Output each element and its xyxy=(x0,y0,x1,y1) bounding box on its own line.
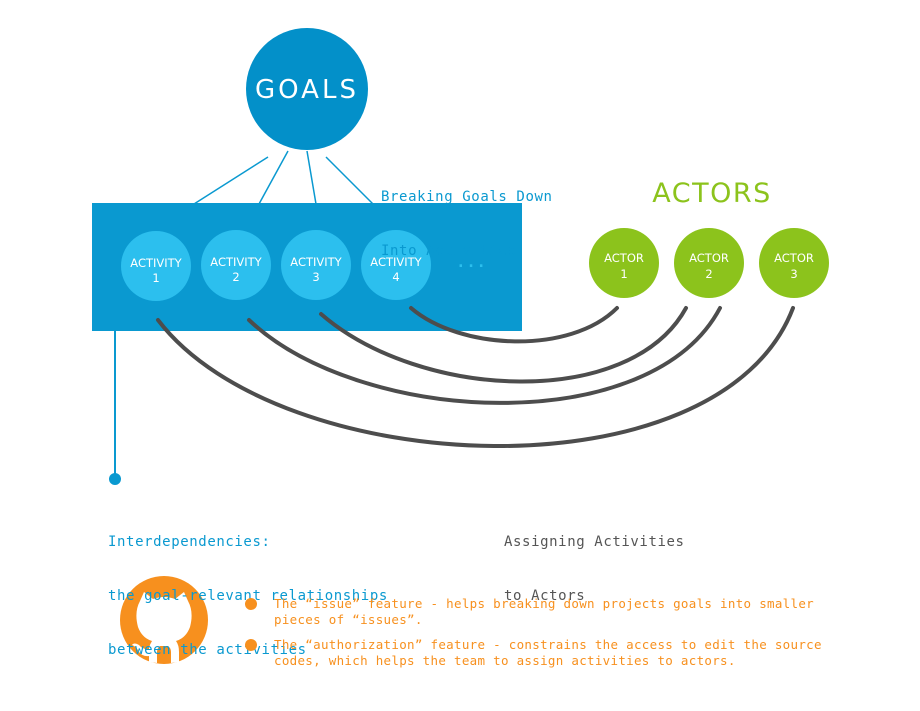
activity-number: 4 xyxy=(392,270,399,284)
connector-line xyxy=(306,150,317,205)
activity-circle xyxy=(121,231,191,301)
connector-line xyxy=(325,156,374,205)
interdependencies-caption: Interdependencies: the goal-relevant rel… xyxy=(108,497,388,677)
caption-line: Into Activities xyxy=(381,243,517,259)
actor-circle xyxy=(589,228,659,298)
activities-ellipsis: . . . xyxy=(458,255,484,271)
note-line: codes, which helps the team to assign ac… xyxy=(274,653,736,668)
activity-label: ACTIVITY xyxy=(290,255,342,269)
note-issue-feature: The “issue” feature - helps breaking dow… xyxy=(274,596,814,628)
note-bullet xyxy=(245,598,257,610)
assignment-arcs xyxy=(156,306,795,448)
actor-2: ACTOR 2 xyxy=(674,228,744,298)
activity-number: 1 xyxy=(152,271,159,285)
arc-activity2-actor2 xyxy=(247,306,722,405)
note-bullet xyxy=(245,639,257,651)
caption-line: Breaking Goals Down xyxy=(381,189,553,205)
arc-activity4-actor1 xyxy=(409,306,619,344)
interdependency-dot xyxy=(109,473,121,485)
actor-number: 2 xyxy=(705,267,712,281)
activity-label: ACTIVITY xyxy=(130,256,182,270)
actor-circle xyxy=(674,228,744,298)
caption-line: Interdependencies: xyxy=(108,534,271,550)
activity-circle xyxy=(361,230,431,300)
activity-circle xyxy=(201,230,271,300)
activity-circles: ACTIVITY 1 ACTIVITY 2 ACTIVITY 3 ACTIVIT… xyxy=(121,230,484,301)
activity-circle xyxy=(281,230,351,300)
activity-1: ACTIVITY 1 xyxy=(121,231,191,301)
activity-2: ACTIVITY 2 xyxy=(201,230,271,300)
activity-number: 2 xyxy=(232,270,239,284)
note-line: The “issue” feature - helps breaking dow… xyxy=(274,596,814,611)
connector-line xyxy=(193,156,269,205)
activity-4: ACTIVITY 4 xyxy=(361,230,431,300)
goals-circle xyxy=(246,28,368,150)
actor-circles: ACTOR 1 ACTOR 2 ACTOR 3 xyxy=(589,228,829,298)
caption-line: Assigning Activities xyxy=(504,534,685,550)
arc-activity1-actor3 xyxy=(156,306,795,448)
arc-activity3-actor2 xyxy=(319,306,688,384)
actor-number: 1 xyxy=(620,267,627,281)
caption-line: the goal-relevant relationships xyxy=(108,588,388,604)
actor-3: ACTOR 3 xyxy=(759,228,829,298)
activity-3: ACTIVITY 3 xyxy=(281,230,351,300)
activity-number: 3 xyxy=(312,270,319,284)
actor-label: ACTOR xyxy=(604,251,644,265)
actors-title: ACTORS xyxy=(652,178,772,209)
actor-number: 3 xyxy=(790,267,797,281)
note-authorization-feature: The “authorization” feature - constrains… xyxy=(274,637,822,669)
actor-circle xyxy=(759,228,829,298)
actor-label: ACTOR xyxy=(774,251,814,265)
goals-label: GOALS xyxy=(255,75,359,105)
caption-line: to Actors xyxy=(504,588,586,604)
github-octocat-icon xyxy=(120,576,208,664)
actor-1: ACTOR 1 xyxy=(589,228,659,298)
note-line: pieces of “issues”. xyxy=(274,612,423,627)
assigning-activities-caption: Assigning Activities to Actors xyxy=(504,497,685,623)
goal-breakdown-connectors xyxy=(193,150,374,205)
activity-label: ACTIVITY xyxy=(210,255,262,269)
octocat-silhouette xyxy=(132,592,192,663)
connector-line xyxy=(258,150,289,205)
caption-line: between the activities xyxy=(108,642,307,658)
note-line: The “authorization” feature - constrains… xyxy=(274,637,822,652)
activity-label: ACTIVITY xyxy=(370,255,422,269)
actor-label: ACTOR xyxy=(689,251,729,265)
breaking-goals-caption: Breaking Goals Down Into Activities xyxy=(381,152,553,278)
